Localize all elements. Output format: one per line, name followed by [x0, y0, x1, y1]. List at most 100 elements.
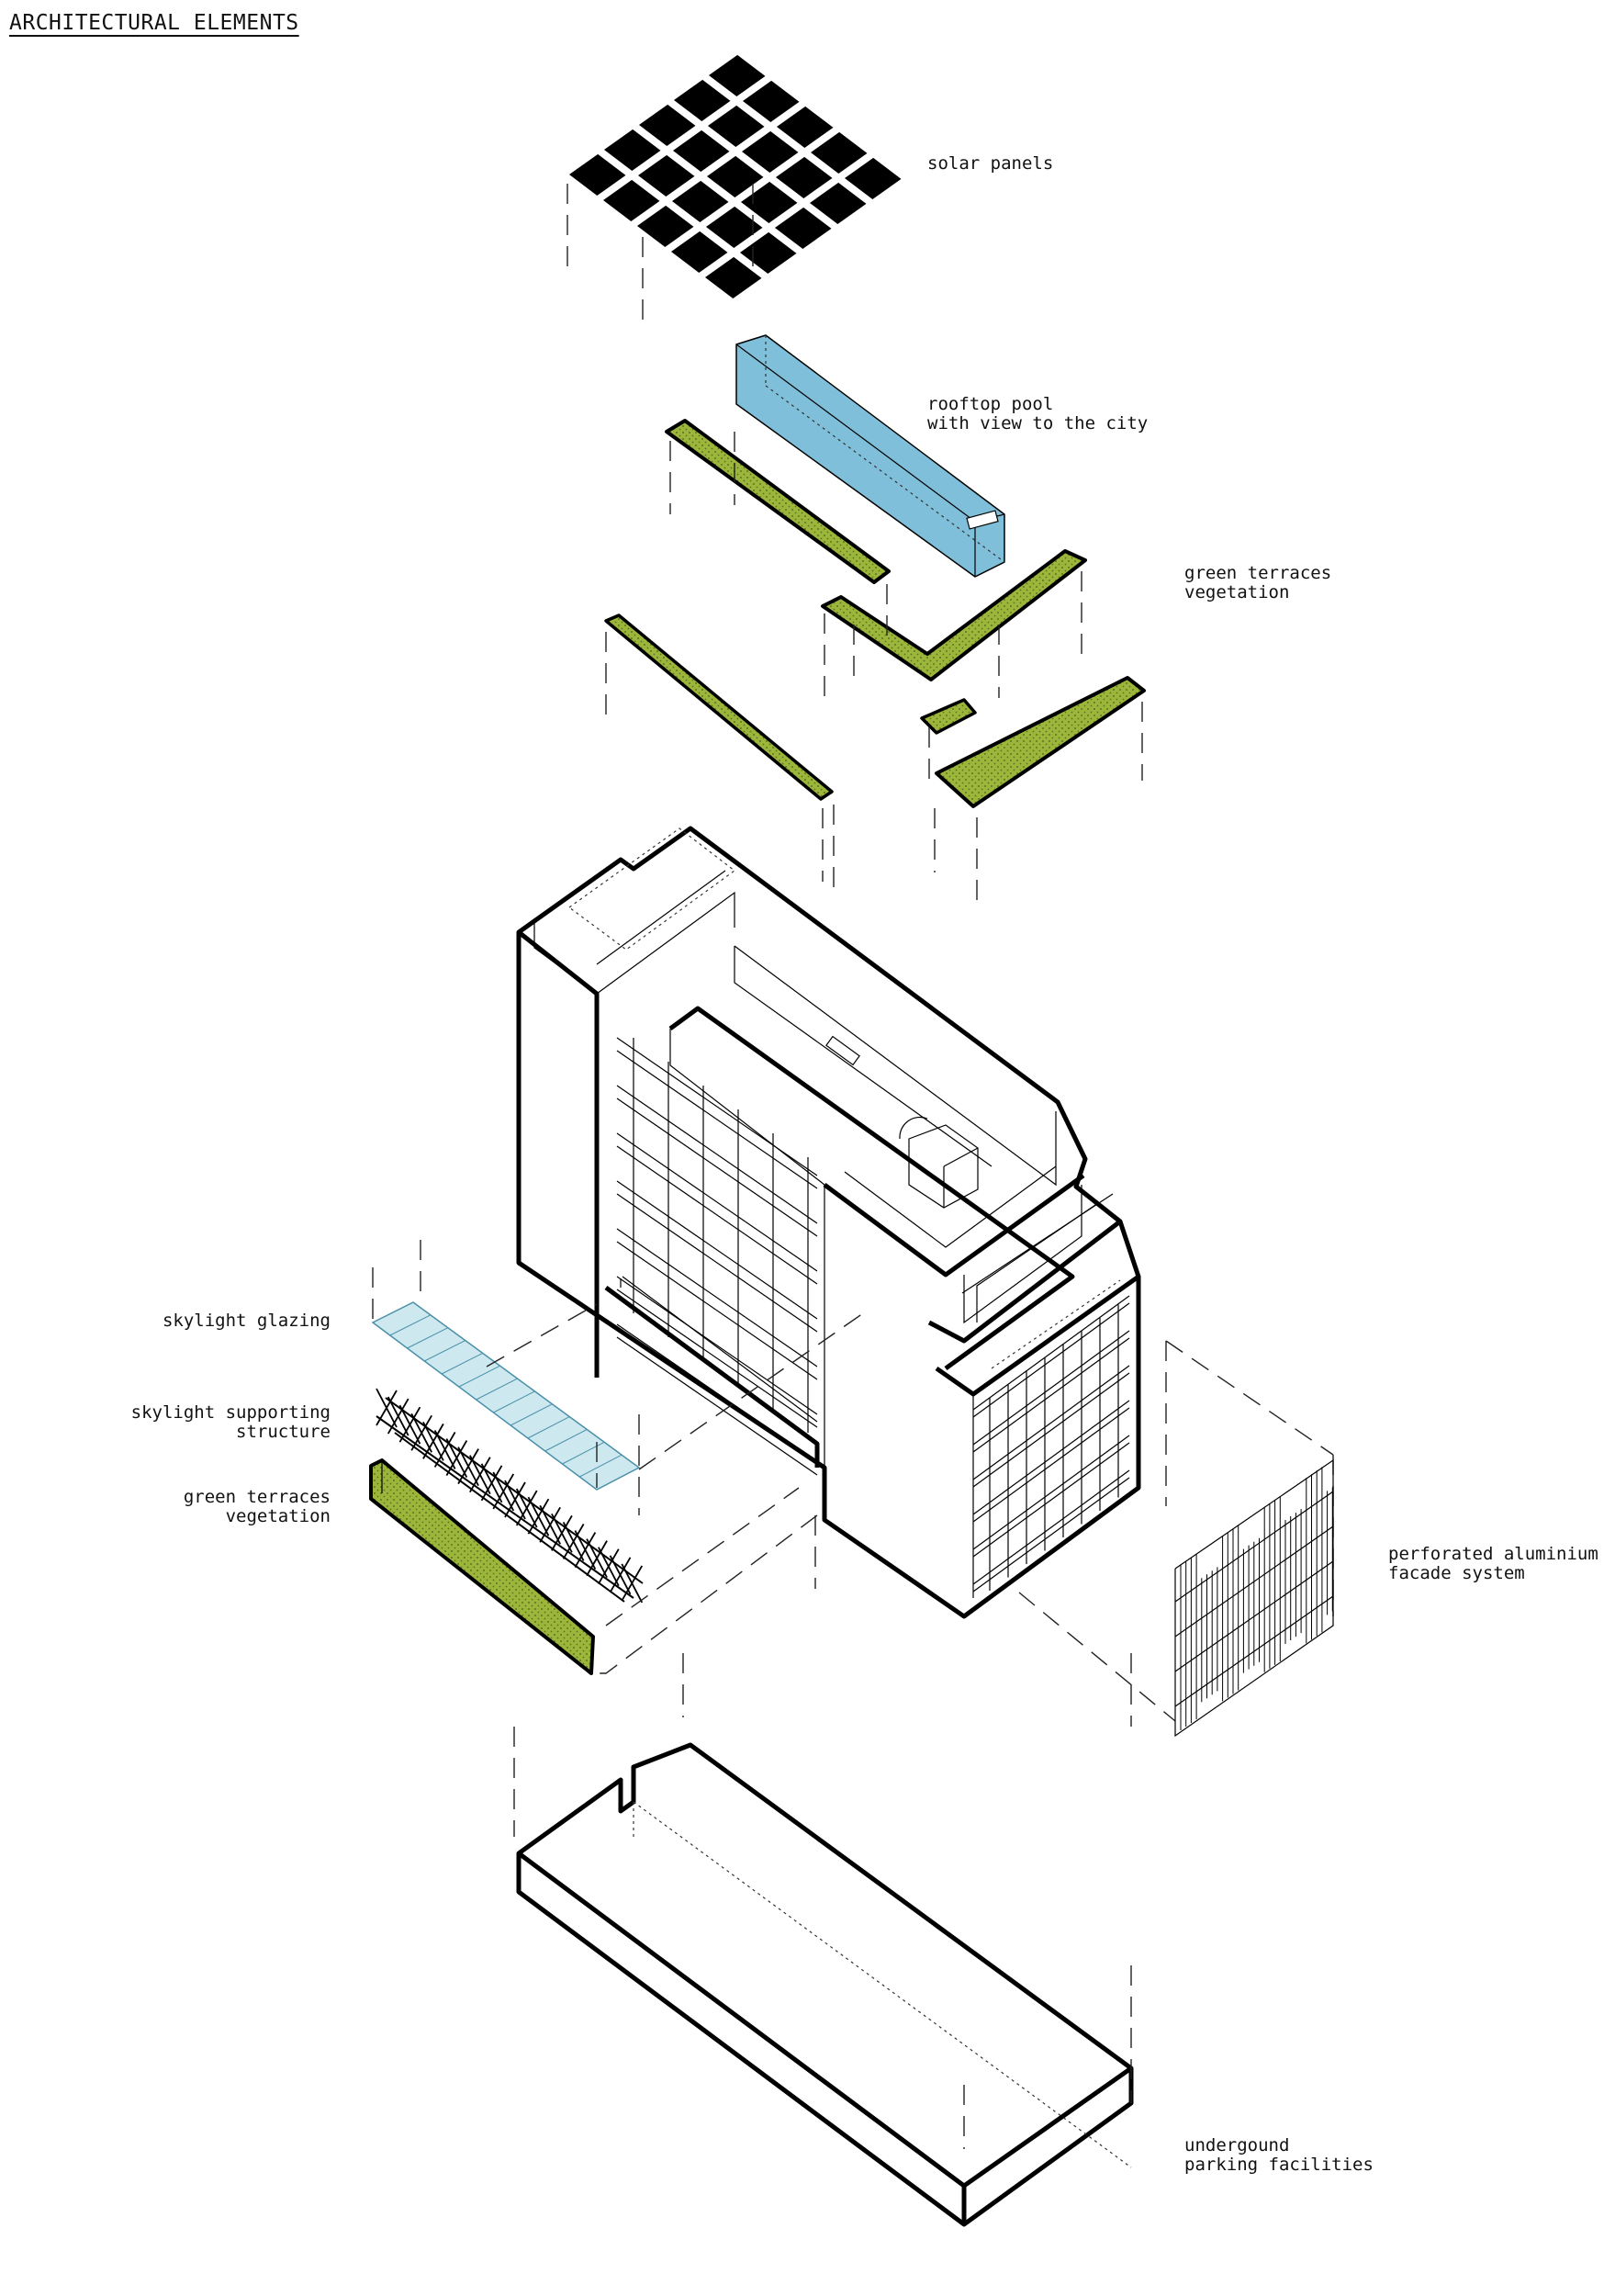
truss-member [457, 1448, 479, 1485]
truss-member [410, 1414, 432, 1451]
solar-panel-cell [775, 207, 832, 249]
label-facade-system: perforated aluminium facade system [1388, 1544, 1598, 1583]
green-terraces-top [604, 419, 1146, 909]
truss-member [539, 1506, 561, 1543]
label-green-terraces-side: green terraces vegetation [183, 1487, 331, 1526]
glazing-mullion [476, 1378, 518, 1401]
floor-line [616, 1241, 818, 1380]
truss-member [433, 1432, 456, 1468]
label-solar-panels: solar panels [927, 153, 1054, 174]
label-rooftop-pool: rooftop pool with view to the city [927, 394, 1149, 433]
facade-floor-line [972, 1337, 1130, 1453]
glazing-mullion [527, 1416, 570, 1439]
facade-panel-edge [1174, 1560, 1334, 1672]
solar-panel-cell [707, 155, 764, 197]
facade-floor-line [972, 1442, 1130, 1558]
truss-member [621, 1565, 644, 1602]
solar-panel-cell [740, 231, 797, 274]
glazing-mullion [544, 1429, 588, 1452]
facade-floor-line [972, 1372, 1130, 1488]
rooftop-pool [735, 334, 1005, 578]
facade-floor-line [972, 1295, 1130, 1411]
floor-line [616, 1228, 818, 1367]
truss-member [609, 1557, 632, 1593]
solar-panel-cell [672, 180, 729, 222]
solar-panel-cell [637, 205, 694, 247]
solar-panel-cell [705, 256, 762, 298]
floor-line [616, 1289, 818, 1428]
solar-panel-cell [706, 206, 763, 248]
facade-panel-edge [1174, 1595, 1334, 1707]
label-parking: undergound parking facilities [1184, 2135, 1374, 2175]
glazing-mullion [424, 1340, 465, 1362]
solar-panel-cell [671, 231, 728, 273]
facade-floor-line [972, 1400, 1130, 1515]
perforated-aluminium-facade [1174, 1458, 1334, 1738]
truss-member [527, 1498, 550, 1535]
facade-floor-line [972, 1365, 1130, 1480]
solar-panel-cell [639, 104, 696, 146]
truss-chord [394, 1432, 625, 1603]
floor-line [616, 1180, 818, 1320]
solar-panel-cell [674, 79, 731, 121]
label-green-terraces-top: green terraces vegetation [1184, 563, 1332, 602]
facade-panel-edge [1174, 1525, 1334, 1638]
glazing-mullion [407, 1327, 449, 1349]
facade-floor-line [972, 1469, 1130, 1585]
solar-panel-cell [776, 156, 833, 198]
facade-floor-line [972, 1302, 1130, 1418]
label-skylight-structure: skylight supporting structure [130, 1402, 331, 1442]
truss-member [574, 1532, 597, 1568]
floor-line [616, 1336, 818, 1476]
facade-floor-line [972, 1407, 1130, 1523]
solar-panel-cell [811, 131, 868, 174]
glazing-mullion [579, 1454, 622, 1478]
facade-floor-line [972, 1435, 1130, 1550]
solar-panel-cell [638, 154, 695, 197]
truss-member [504, 1481, 526, 1518]
solar-panel-cell [708, 105, 765, 147]
facade-panel-edge [1174, 1491, 1334, 1603]
truss-member [551, 1514, 573, 1551]
glazing-mullion [389, 1314, 432, 1336]
solar-panel-cell [810, 182, 867, 224]
skylight-glazing [371, 1240, 641, 1515]
truss-member [387, 1398, 409, 1435]
truss-member [492, 1473, 515, 1510]
facade-floor-line [972, 1330, 1130, 1446]
floor-line [616, 1037, 818, 1176]
solar-panel-cell [709, 54, 766, 96]
solar-panel-cell [673, 129, 730, 172]
floor-line [616, 1193, 818, 1333]
skylight-supporting-structure [376, 1388, 644, 1604]
truss-member [480, 1465, 503, 1502]
floor-line [616, 1323, 818, 1463]
truss-member [562, 1524, 585, 1559]
solar-panels [566, 54, 902, 331]
facade-floor-line [972, 1477, 1130, 1593]
truss-member [398, 1406, 421, 1443]
truss-member [586, 1540, 608, 1577]
truss-member [469, 1457, 491, 1493]
floor-line [616, 1276, 818, 1415]
diagram-title: ARCHITECTURAL ELEMENTS [9, 11, 299, 35]
glazing-mullion [510, 1403, 553, 1426]
projection-lines [486, 1303, 1334, 1837]
floor-line [616, 1050, 818, 1189]
floor-line [616, 1085, 818, 1224]
green-terraces-side [369, 1458, 595, 1675]
solar-panel-cell [741, 181, 798, 223]
truss-member [445, 1440, 468, 1476]
truss-member [598, 1548, 620, 1585]
solar-panel-cell [742, 130, 799, 173]
solar-panel-cell [777, 106, 834, 148]
floor-line [616, 1097, 818, 1237]
truss-member [422, 1423, 444, 1459]
main-building [516, 826, 1141, 1619]
solar-panel-cell [604, 129, 661, 171]
underground-parking [516, 1742, 1134, 2227]
floor-line [616, 1132, 818, 1272]
solar-panel-cell [569, 153, 626, 196]
solar-panel-cell [845, 157, 902, 199]
